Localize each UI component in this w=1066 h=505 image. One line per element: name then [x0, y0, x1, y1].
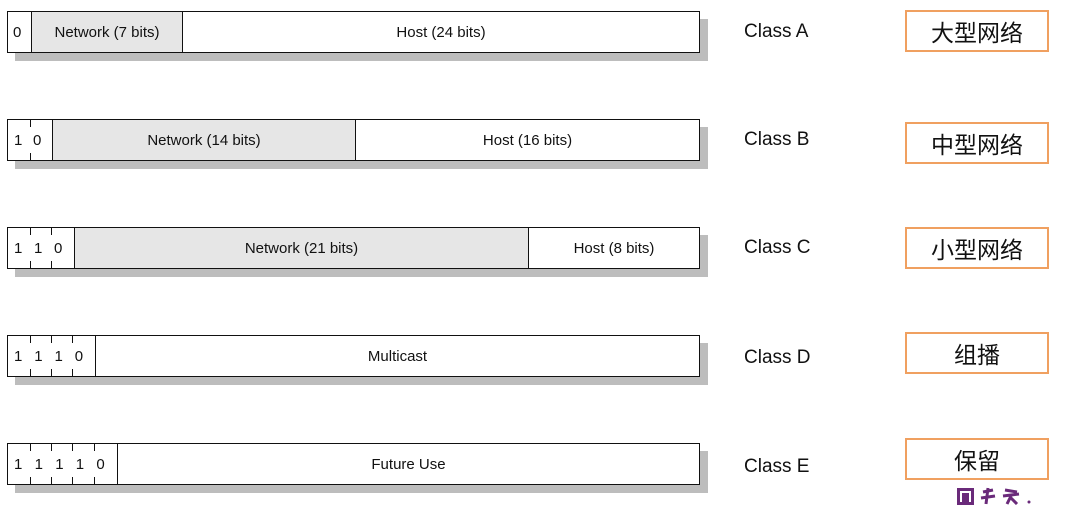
bit-tick	[30, 120, 31, 127]
bit-tick	[51, 261, 52, 268]
prefix-bit: 1	[14, 239, 23, 257]
bit-tick	[51, 369, 52, 376]
bit-tick	[30, 228, 31, 235]
class-b-host-field: Host (16 bits)	[355, 120, 699, 160]
bit-tick	[94, 477, 95, 484]
class-d-multicast-field: Multicast	[95, 336, 699, 376]
multicast-field-label: Multicast	[367, 347, 428, 365]
class-e-label: Class E	[744, 456, 810, 477]
bit-tick	[30, 369, 31, 376]
bit-tick	[30, 444, 31, 451]
bit-tick	[72, 336, 73, 343]
prefix-bit: 0	[96, 455, 105, 473]
prefix-bit: 1	[14, 347, 23, 365]
bit-tick	[30, 477, 31, 484]
class-b-tag: 中型网络	[905, 122, 1049, 164]
class-c-prefix-bits: 1 1 0	[8, 228, 74, 268]
class-e-future-use-field: Future Use	[117, 444, 699, 484]
prefix-bit: 1	[34, 347, 43, 365]
class-d-prefix-bits: 1 1 1 0	[8, 336, 95, 376]
class-a-network-field: Network (7 bits)	[31, 12, 182, 52]
prefix-bit: 0	[13, 23, 22, 41]
class-c-tag: 小型网络	[905, 227, 1049, 269]
class-b-prefix-bits: 1 0	[8, 120, 52, 160]
prefix-bit: 1	[14, 455, 23, 473]
future-use-field-label: Future Use	[371, 455, 446, 473]
network-field-label: Network (21 bits)	[244, 239, 359, 257]
class-b-bar: 1 0 Network (14 bits) Host (16 bits)	[7, 119, 700, 161]
bit-tick	[51, 444, 52, 451]
class-e-bar: 1 1 1 1 0 Future Use	[7, 443, 700, 485]
bit-tick	[30, 153, 31, 160]
class-c-row: 1 1 0 Network (21 bits) Host (8 bits) Cl…	[0, 227, 1066, 287]
class-a-label: Class A	[744, 21, 809, 42]
host-field-label: Host (8 bits)	[573, 239, 655, 257]
class-d-label: Class D	[744, 347, 811, 368]
bit-tick	[30, 261, 31, 268]
prefix-bit: 0	[33, 131, 42, 149]
bit-tick	[30, 336, 31, 343]
prefix-bit: 1	[34, 239, 43, 257]
class-e-tag: 保留	[905, 438, 1049, 480]
class-d-row: 1 1 1 0 Multicast Class D 组播	[0, 332, 1066, 395]
bit-tick	[51, 477, 52, 484]
class-c-label: Class C	[744, 237, 811, 258]
prefix-bit: 1	[34, 455, 43, 473]
bit-tick	[51, 228, 52, 235]
host-field-label: Host (24 bits)	[396, 23, 486, 41]
bit-tick	[72, 477, 73, 484]
prefix-bit: 0	[54, 239, 63, 257]
university-logo-icon	[955, 486, 1066, 505]
class-a-tag: 大型网络	[905, 10, 1049, 52]
prefix-bit: 0	[74, 347, 84, 365]
bit-tick	[51, 336, 52, 343]
class-b-label: Class B	[744, 129, 810, 150]
bit-tick	[72, 369, 73, 376]
host-field-label: Host (16 bits)	[482, 131, 573, 149]
class-e-row: 1 1 1 1 0 Future Use Class E 保留	[0, 438, 1066, 503]
prefix-bit: 1	[54, 347, 63, 365]
network-field-label: Network (14 bits)	[147, 131, 261, 149]
class-b-network-field: Network (14 bits)	[52, 120, 355, 160]
prefix-bit: 1	[14, 131, 23, 149]
class-a-host-field: Host (24 bits)	[182, 12, 699, 52]
class-d-tag: 组播	[905, 332, 1049, 374]
class-a-prefix-bits: 0	[8, 12, 31, 52]
class-b-row: 1 0 Network (14 bits) Host (16 bits) Cla…	[0, 119, 1066, 179]
bit-tick	[72, 444, 73, 451]
class-a-row: 0 Network (7 bits) Host (24 bits) Class …	[0, 10, 1066, 71]
bit-tick	[94, 444, 95, 451]
class-c-network-field: Network (21 bits)	[74, 228, 528, 268]
class-c-host-field: Host (8 bits)	[528, 228, 699, 268]
prefix-bit: 1	[55, 455, 64, 473]
prefix-bit: 1	[75, 455, 85, 473]
class-d-bar: 1 1 1 0 Multicast	[7, 335, 700, 377]
class-c-bar: 1 1 0 Network (21 bits) Host (8 bits)	[7, 227, 700, 269]
class-a-bar: 0 Network (7 bits) Host (24 bits)	[7, 11, 700, 53]
network-field-label: Network (7 bits)	[54, 23, 160, 41]
class-e-prefix-bits: 1 1 1 1 0	[8, 444, 117, 484]
